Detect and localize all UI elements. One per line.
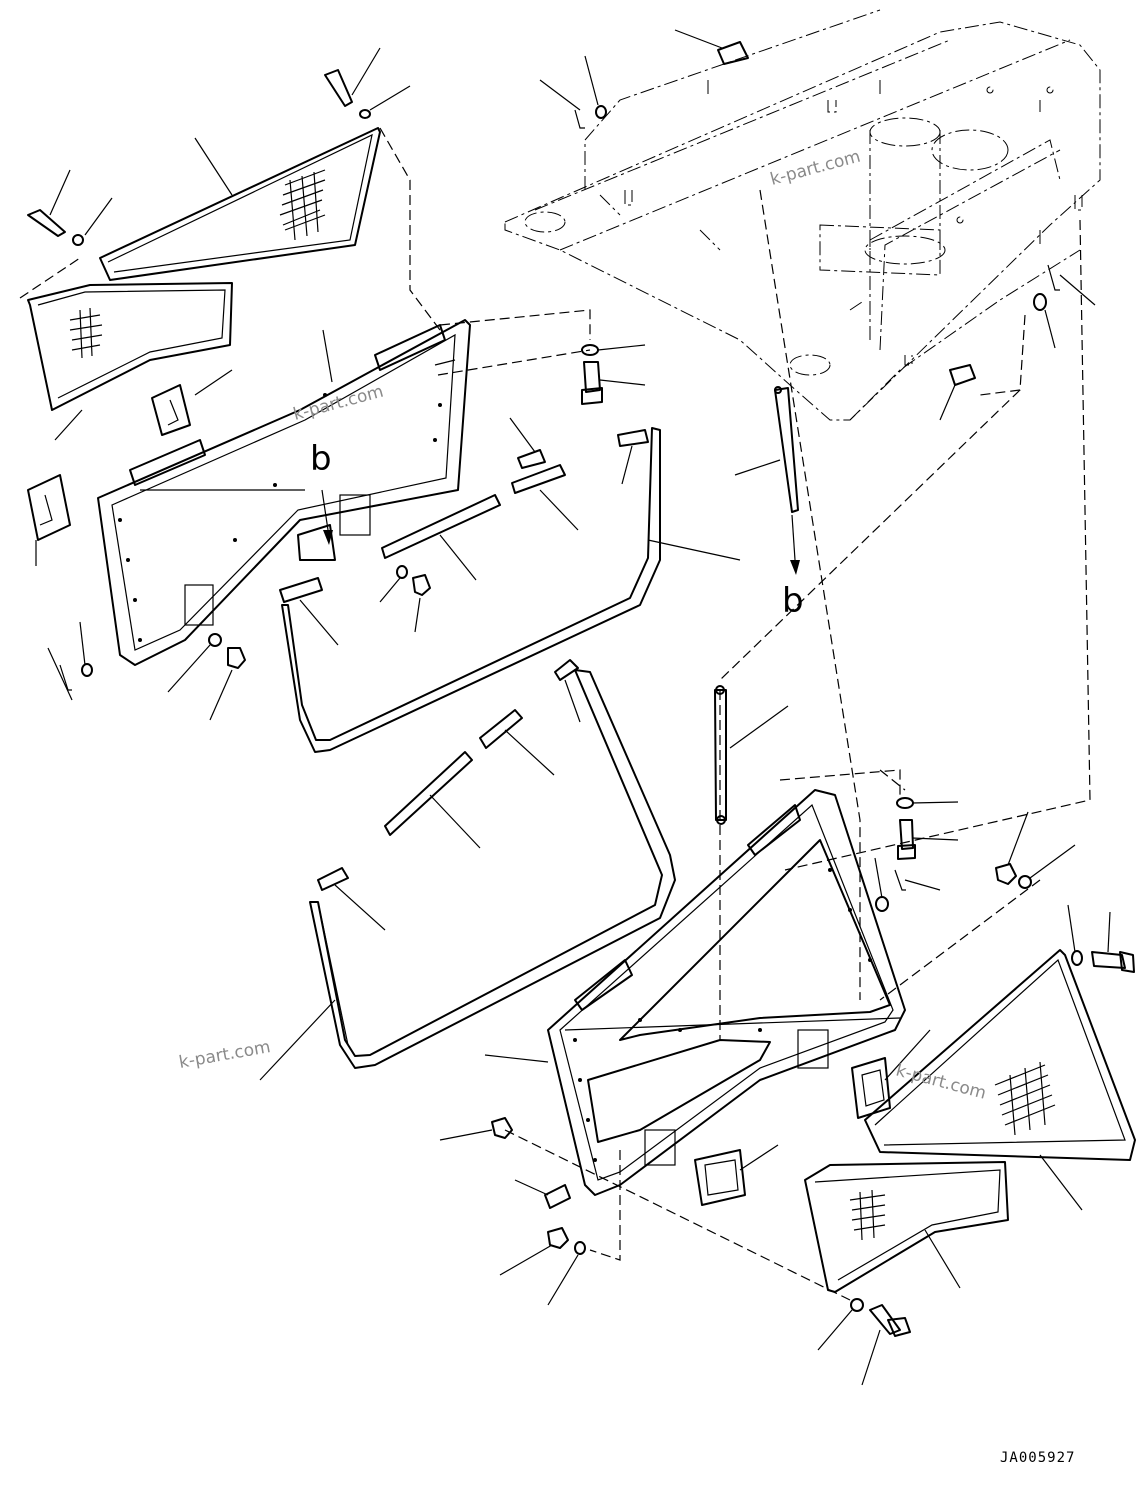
nut-lower-left	[209, 647, 246, 721]
washer-right-4	[1067, 904, 1083, 966]
left-door-frame	[97, 319, 471, 666]
lower-right-mesh-side-panel	[804, 1161, 1009, 1293]
washer-far-right	[1033, 293, 1056, 349]
pin-mid	[509, 417, 546, 469]
seal-strip-lower-1	[384, 751, 481, 849]
right-door-frame	[484, 789, 906, 1196]
upper-left-mesh-side-panel	[27, 282, 233, 441]
watermark-text: k-part.com	[768, 147, 863, 190]
bolt-right-2	[1091, 911, 1135, 973]
washer-lower-left-2	[167, 633, 222, 693]
bolt-upper-left-2	[27, 169, 71, 237]
bolt-mid-right	[581, 361, 646, 405]
washer-right-2	[874, 857, 889, 912]
lower-right-mesh-guard-panel	[864, 949, 1136, 1211]
nut-right-1	[995, 811, 1029, 885]
seal-tip-lower-2	[317, 867, 386, 931]
nut-lower-center-2	[499, 1227, 569, 1276]
upper-mesh-guard-panel	[99, 127, 381, 281]
right-latch-part-a	[694, 1144, 779, 1206]
right-latch-part-b	[851, 1029, 931, 1119]
left-latch-part-a	[151, 369, 233, 436]
door-gasket-lower	[259, 669, 676, 1081]
pin-lower-left	[47, 647, 73, 701]
pin-top-center	[539, 79, 585, 129]
pin-right-1	[894, 869, 941, 891]
pin-far-right	[1047, 264, 1096, 306]
left-latch-part-b	[27, 474, 71, 566]
callout-b-upper: b	[310, 439, 333, 545]
seal-strip-lower-2	[479, 709, 555, 776]
washer-upper-left-2	[72, 197, 113, 246]
seal-strip-short-1	[511, 464, 579, 531]
seal-strip-short-2	[279, 577, 339, 646]
bolt-upper-left-1	[324, 47, 381, 107]
watermark-text: k-part.com	[894, 1061, 989, 1104]
drawing-code: JA005927	[1000, 1450, 1075, 1466]
washer-top-center	[584, 55, 607, 119]
seal-tip-lower-1	[554, 659, 581, 723]
bolt-far-right	[939, 364, 976, 421]
washer-bottom-right	[817, 1298, 864, 1351]
seal-tip-upper	[617, 429, 649, 485]
callout-label: b	[782, 581, 804, 621]
watermark-text: k-part.com	[177, 1037, 272, 1073]
washer-lower-center	[547, 1241, 586, 1306]
washer-upper-left-1	[359, 85, 411, 119]
bolt-top-center	[674, 29, 749, 65]
frame-assembly	[504, 9, 1101, 421]
callout-label: b	[310, 439, 332, 479]
washer-right-3	[1018, 844, 1076, 889]
washer-right-1	[896, 797, 959, 809]
bolt-lower-center	[514, 1179, 571, 1209]
callout-b-lower: b	[782, 514, 804, 621]
bolt-bottom-right	[861, 1304, 911, 1386]
door-gasket-upper	[281, 427, 741, 753]
washer-mid-right	[581, 344, 646, 356]
nut-mid-1	[412, 574, 431, 633]
nut-lower-center-1	[439, 1117, 513, 1141]
gas-spring-upper	[734, 386, 799, 513]
gas-spring-lower	[714, 685, 789, 825]
washer-lower-left-1	[79, 621, 93, 677]
seal-strip-long	[381, 494, 501, 581]
bolt-right-1	[897, 819, 959, 860]
washer-mid-1	[379, 565, 408, 603]
